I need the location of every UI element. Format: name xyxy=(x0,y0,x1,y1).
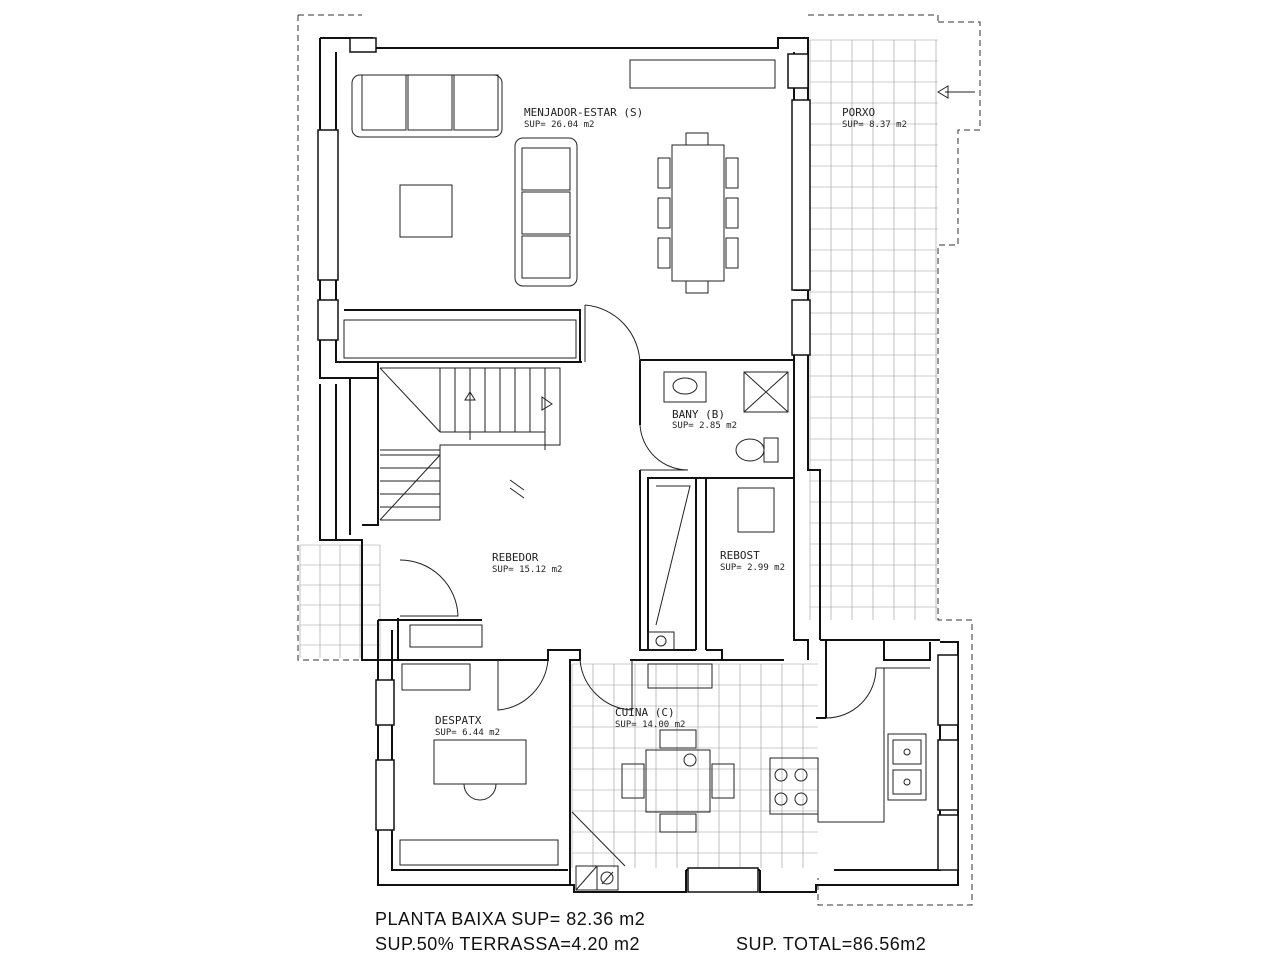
porch-arrow-icon xyxy=(937,85,975,99)
storage-unit xyxy=(737,487,775,533)
entry-terrace-grid xyxy=(299,544,381,658)
office-bench xyxy=(399,839,559,866)
office-shelf xyxy=(401,663,471,691)
dining-table xyxy=(657,132,739,294)
tv-cabinet xyxy=(629,59,776,89)
room-name-rebedor: REBEDOR xyxy=(492,551,539,564)
staircase xyxy=(379,367,561,521)
room-name-cuina: CUINA (C) xyxy=(615,706,675,719)
room-name-menjador: MENJADOR-ESTAR (S) xyxy=(524,106,643,119)
sideboard xyxy=(343,319,577,359)
sofa-side xyxy=(514,137,578,287)
windows xyxy=(317,37,959,893)
doors xyxy=(399,304,884,719)
room-sup-menjador: SUP= 26.04 m2 xyxy=(524,120,594,130)
shower-tray-icon xyxy=(743,371,789,413)
interior-walls xyxy=(335,309,931,885)
office-shelf-top xyxy=(409,624,483,648)
boiler-icon xyxy=(647,631,675,651)
summary-terrassa: SUP.50% TERRASSA=4.20 m2 xyxy=(375,934,640,954)
office-desk xyxy=(433,739,527,801)
room-sup-cuina: SUP= 14.00 m2 xyxy=(615,720,685,730)
kitchen-counter-right xyxy=(817,667,930,823)
room-name-despatx: DESPATX xyxy=(435,714,482,727)
kitchen-shaft xyxy=(571,811,626,891)
room-sup-rebost: SUP= 2.99 m2 xyxy=(720,563,785,573)
room-name-rebost: REBOST xyxy=(720,549,760,562)
toilet-icon xyxy=(735,437,779,463)
washbasin-icon xyxy=(663,371,707,403)
kitchen-tile-grid xyxy=(571,663,818,868)
sofa-top xyxy=(351,74,503,138)
room-name-porxo: PORXO xyxy=(842,106,875,119)
coffee-table xyxy=(399,184,453,238)
kitchen-counter-top xyxy=(647,663,713,689)
room-sup-porxo: SUP= 8.37 m2 xyxy=(842,120,907,130)
kitchen-table xyxy=(621,729,735,833)
summary-planta-baixa: PLANTA BAIXA SUP= 82.36 m2 xyxy=(375,909,645,929)
summary-total: SUP. TOTAL=86.56m2 xyxy=(736,934,926,954)
room-sup-bany: SUP= 2.85 m2 xyxy=(672,421,737,431)
porch-tile-grid xyxy=(809,39,938,620)
room-sup-despatx: SUP= 6.44 m2 xyxy=(435,728,500,738)
cooktop-icon xyxy=(769,757,819,815)
room-sup-rebedor: SUP= 15.12 m2 xyxy=(492,565,562,575)
dashed-outlines xyxy=(297,14,981,906)
room-name-bany: BANY (B) xyxy=(672,408,725,421)
